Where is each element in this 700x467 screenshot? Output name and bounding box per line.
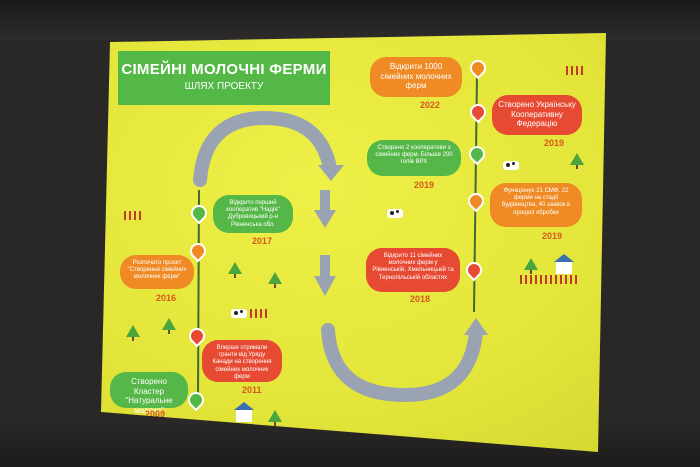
milestone-2019a-bubble: Створено 2 кооперативи з сімейних ферм. …	[367, 140, 461, 176]
room-ceiling	[0, 0, 700, 40]
milestone-2019c-bubble: Створено Українську Кооперативну Федерац…	[492, 95, 582, 135]
slide-title: СІМЕЙНІ МОЛОЧНІ ФЕРМИ	[121, 61, 327, 78]
milestone-2017-year: 2017	[252, 236, 273, 246]
milestone-2018-year: 2018	[410, 294, 431, 304]
lower-loop-path	[321, 323, 483, 403]
tree-icon	[268, 272, 282, 288]
cow-icon	[231, 309, 247, 318]
milestone-2019c-text: Створено Українську Кооперативну Федерац…	[498, 100, 576, 129]
down-arrow-icon	[320, 255, 330, 277]
tree-icon	[126, 325, 140, 341]
milestone-2011-text: Вперше отримали гранти від Уряду Канади …	[212, 345, 272, 380]
milestone-2017-text: Відкрито перший кооператив "Надія" Дубро…	[226, 200, 280, 228]
up-arrow-icon	[464, 318, 488, 335]
milestone-2019a-text: Створено 2 кооперативи з сімейних ферм. …	[375, 145, 453, 166]
milestone-2018-text: Відкрито 11 сімейних молочних ферм у Рів…	[372, 253, 454, 281]
upper-loop-path	[193, 110, 337, 187]
down-arrow-icon	[320, 190, 330, 212]
fence-icon	[250, 309, 270, 318]
tree-icon	[524, 258, 538, 274]
cow-icon	[503, 161, 519, 170]
milestone-2009-year: 2009	[145, 409, 166, 419]
down-arrow-icon	[318, 165, 344, 181]
slide-subtitle: ШЛЯХ ПРОЕКТУ	[184, 81, 264, 92]
cow-icon	[387, 209, 403, 218]
milestone-2009-bubble: Створено Кластер "Натуральне молоко"	[110, 372, 188, 415]
fence-icon	[520, 275, 580, 284]
milestone-2019c-year: 2019	[544, 138, 565, 148]
milestone-2019b-text: Функціонує 21 СМФ. 22 ферми на стадії бу…	[501, 188, 571, 216]
milestone-2019b-bubble: Функціонує 21 СМФ. 22 ферми на стадії бу…	[490, 183, 582, 227]
milestone-2017-bubble: Відкрито перший кооператив "Надія" Дубро…	[213, 195, 293, 233]
milestone-2018-bubble: Відкрито 11 сімейних молочних ферм у Рів…	[366, 248, 460, 292]
left-timeline-line	[197, 189, 200, 401]
tree-icon	[162, 318, 176, 334]
milestone-2019a-year: 2019	[414, 180, 435, 190]
milestone-2011-year: 2011	[242, 385, 262, 395]
house-icon	[554, 254, 574, 274]
milestone-2022-year: 2022	[420, 100, 441, 110]
milestone-2016-bubble: Розпочато проєкт "Створення сімейних мол…	[120, 255, 194, 289]
fence-icon	[566, 66, 586, 75]
tree-icon	[268, 410, 282, 426]
milestone-2019b-year: 2019	[542, 231, 563, 241]
fence-icon	[124, 211, 144, 220]
milestone-2016-year: 2016	[156, 293, 177, 303]
tree-icon	[570, 153, 584, 169]
down-arrow-icon	[314, 276, 336, 296]
tree-icon	[228, 262, 242, 278]
milestone-2022-bubble: Відкрити 1000 сімейних молочних ферм	[370, 57, 462, 97]
slide-title-box: СІМЕЙНІ МОЛОЧНІ ФЕРМИ ШЛЯХ ПРОЕКТУ	[118, 51, 330, 105]
down-arrow-icon	[314, 210, 336, 228]
house-icon	[234, 402, 254, 422]
milestone-2016-text: Розпочато проєкт "Створення сімейних мол…	[127, 260, 187, 281]
milestone-2011-bubble: Вперше отримали гранти від Уряду Канади …	[202, 340, 282, 382]
milestone-2022-text: Відкрити 1000 сімейних молочних ферм	[380, 62, 452, 91]
milestone-2009-text: Створено Кластер "Натуральне молоко"	[125, 377, 173, 415]
